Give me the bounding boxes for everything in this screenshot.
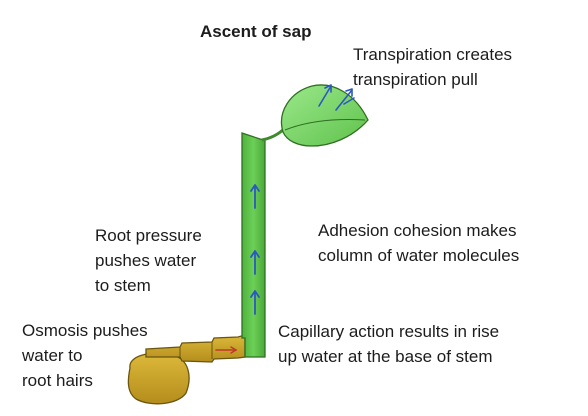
- osmosis-label: Osmosis pushes water to root hairs: [22, 318, 148, 393]
- up-arrow-icon: [250, 250, 260, 275]
- root-pressure-label-line: to stem: [95, 276, 151, 295]
- capillary-label-line: Capillary action results in rise: [278, 322, 500, 341]
- diagonal-arrow-icon: [335, 88, 353, 111]
- capillary-label-line: up water at the base of stem: [278, 347, 493, 366]
- diagonal-arrow-icon: [318, 84, 332, 107]
- diagonal-arrow-icon: [343, 97, 355, 105]
- adhesion-label-line: column of water molecules: [318, 246, 520, 265]
- leaf-stalk: [261, 126, 287, 142]
- root-pressure-label: Root pressure pushes water to stem: [95, 223, 202, 298]
- transpiration-label-line: Transpiration creates: [353, 45, 513, 64]
- osmosis-label-line: root hairs: [22, 371, 93, 390]
- up-arrow-icon: [250, 290, 260, 315]
- transpiration-label: Transpiration creates transpiration pull: [353, 42, 512, 92]
- leaf: [281, 84, 369, 147]
- diagram-title: Ascent of sap: [200, 22, 312, 41]
- stem: [241, 132, 266, 358]
- transpiration-label-line: transpiration pull: [353, 70, 478, 89]
- root-pressure-label-line: Root pressure: [95, 226, 202, 245]
- up-arrow-icon: [250, 184, 260, 209]
- root-pressure-label-line: pushes water: [95, 251, 197, 270]
- capillary-action-label: Capillary action results in rise up wate…: [278, 319, 499, 369]
- osmosis-label-line: Osmosis pushes: [22, 321, 148, 340]
- leaf-midrib: [284, 119, 366, 131]
- root-flow-arrow-icon: [215, 346, 238, 354]
- adhesion-cohesion-label: Adhesion cohesion makes column of water …: [318, 218, 519, 268]
- osmosis-label-line: water to: [22, 346, 83, 365]
- adhesion-label-line: Adhesion cohesion makes: [318, 221, 517, 240]
